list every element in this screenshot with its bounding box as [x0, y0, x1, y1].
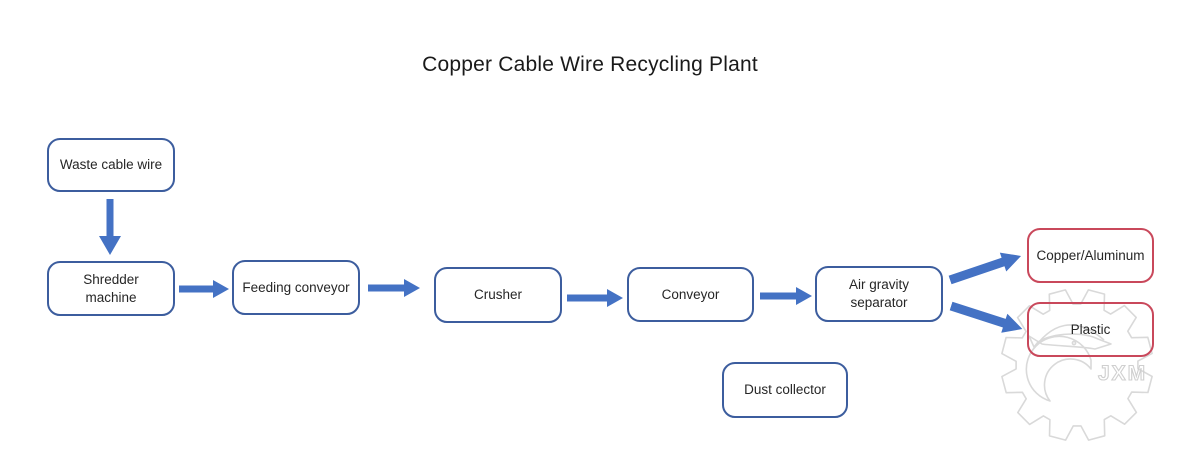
- arrow-right-icon: [179, 280, 229, 298]
- arrow-down-icon: [99, 199, 121, 255]
- node-label: Waste cable wire: [59, 157, 163, 173]
- arrow-right-icon: [567, 289, 623, 307]
- node-label: Feeding conveyor: [242, 279, 350, 295]
- node-label: Plastic: [1070, 321, 1111, 337]
- arrow-up-right-icon: [947, 246, 1024, 289]
- node-air-gravity-separator: Air gravity separator: [815, 266, 943, 322]
- node-crusher: Crusher: [434, 267, 562, 323]
- node-dust-collector: Dust collector: [722, 362, 848, 418]
- arrow-right-icon: [760, 287, 812, 305]
- node-waste-cable-wire: Waste cable wire: [47, 138, 175, 192]
- node-label: Conveyor: [661, 286, 720, 302]
- arrow-down-right-icon: [948, 296, 1026, 338]
- gear-icon: [1001, 289, 1153, 441]
- node-copper-aluminum: Copper/Aluminum: [1027, 228, 1154, 283]
- node-label: Copper/Aluminum: [1036, 247, 1145, 263]
- node-label: Shredder machine: [83, 271, 139, 305]
- node-conveyor: Conveyor: [627, 267, 754, 322]
- node-plastic: Plastic: [1027, 302, 1154, 357]
- watermark-logo-text: JXM: [1098, 362, 1147, 385]
- node-feeding-conveyor: Feeding conveyor: [232, 260, 360, 315]
- node-label: Crusher: [473, 287, 522, 303]
- arrow-right-icon: [368, 279, 420, 297]
- node-label: Dust collector: [744, 382, 826, 398]
- node-shredder-machine: Shredder machine: [47, 261, 175, 316]
- node-label: Air gravity separator: [848, 277, 909, 310]
- diagram-title: Copper Cable Wire Recycling Plant: [422, 53, 758, 76]
